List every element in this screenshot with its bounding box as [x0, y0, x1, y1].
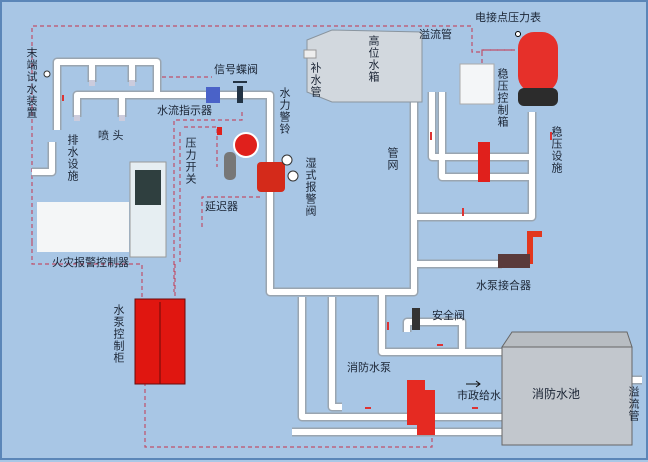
controller-panel	[135, 170, 161, 205]
label-overflow-pipe-pool: 溢流管	[627, 386, 640, 422]
high-level-tank-icon	[306, 29, 423, 103]
sprinkler-head-icon	[89, 80, 95, 86]
label-water-flow-indicator: 水流指示器	[157, 104, 212, 117]
pressure-switch-icon	[217, 127, 222, 135]
label-overflow-pipe-top: 溢流管	[419, 28, 452, 41]
pump-adapter-icon	[498, 254, 530, 268]
label-fire-pump: 消防水泵	[347, 361, 391, 374]
signal-wiring	[31, 25, 517, 448]
label-water-motor-gong: 水力警铃	[278, 87, 291, 135]
label-pipe-network: 管网	[386, 147, 399, 171]
pipe-network	[32, 57, 642, 437]
gauge-icon	[43, 70, 51, 78]
fire-pool-icon	[501, 346, 633, 446]
label-pump-adapter: 水泵接合器	[476, 279, 531, 292]
pressure-tank-base	[518, 88, 558, 106]
arrow-right-icon	[466, 380, 481, 388]
pressure-control-box-icon	[459, 63, 495, 105]
stabilizing-pump-icon	[478, 142, 490, 182]
label-makeup-pipe: 补水管	[309, 62, 322, 98]
pump-adapter-riser	[527, 231, 542, 264]
wet-alarm-valve-icon	[257, 162, 285, 192]
fire-pump-icon	[417, 390, 435, 435]
label-sprinkler-head: 喷 头	[98, 129, 124, 142]
pressure-tank-icon	[518, 32, 558, 92]
safety-valve-icon	[412, 308, 420, 330]
sprinkler-head-icon	[129, 80, 135, 86]
label-drain-facility: 排水设施	[66, 134, 79, 182]
sprinkler-head-icon	[119, 115, 125, 121]
label-end-test-device: 末端试水装置	[25, 47, 38, 119]
label-municipal-water: 市政给水	[457, 389, 501, 402]
sprinkler-head-icon	[74, 115, 80, 121]
makeup-pipe-inlet	[303, 49, 317, 59]
label-electric-contact-gauge: 电接点压力表	[475, 11, 541, 24]
gauge-icon	[281, 154, 293, 166]
label-pump-control-cabinet: 水泵控制柜	[112, 304, 125, 364]
label-stabilizing-facility: 稳压设施	[550, 126, 563, 174]
sprinkler-heads	[74, 80, 135, 121]
retard-chamber-icon	[224, 152, 236, 180]
label-fire-pool: 消防水池	[532, 387, 581, 401]
electric-contact-gauge-icon	[515, 31, 521, 37]
label-safety-valve: 安全阀	[432, 309, 465, 322]
label-pressure-switch: 压力开关	[184, 137, 197, 185]
water-flow-indicator-icon	[206, 87, 220, 103]
label-signal-butterfly-valve: 信号蝶阀	[214, 63, 258, 76]
fire-pool-top	[501, 331, 633, 348]
label-fire-alarm-controller: 火灾报警控制器	[52, 256, 129, 269]
butterfly-valve-icon	[237, 86, 243, 103]
label-pressure-control-box: 稳压控制箱	[496, 68, 509, 128]
label-high-level-tank: 高位水箱	[367, 35, 380, 83]
label-retard-chamber: 延迟器	[205, 200, 238, 213]
water-motor-gong-icon	[233, 132, 259, 158]
label-wet-alarm-valve: 湿式报警阀	[304, 157, 317, 217]
valve-markers	[62, 95, 552, 409]
gauge-icon	[287, 170, 299, 182]
fire-alarm-desk	[37, 202, 129, 252]
